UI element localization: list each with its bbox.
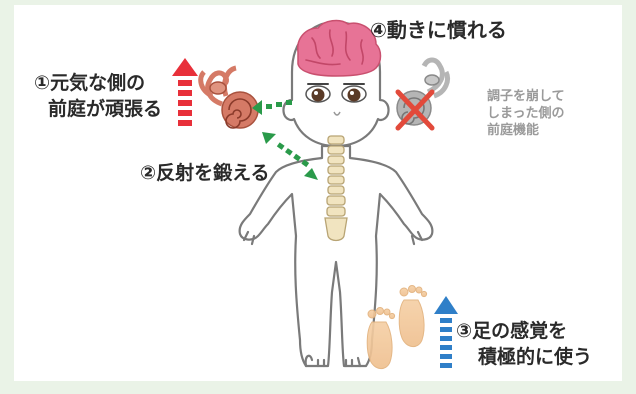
label-item3-line1: ③足の感覚を — [456, 318, 592, 344]
up-arrow-blue-icon — [434, 296, 458, 368]
up-arrow-red-icon — [172, 58, 198, 126]
label-damaged-line3: 前庭機能 — [487, 122, 565, 139]
label-item3: ③足の感覚を 積極的に使う — [456, 318, 592, 370]
label-item1: ①元気な側の 前庭が頑張る — [34, 70, 162, 122]
label-damaged-line2: しまった側の — [487, 105, 565, 122]
inner-ear-icon — [201, 68, 258, 128]
label-item1-line1: ①元気な側の — [34, 70, 162, 96]
label-item3-line2: 積極的に使う — [456, 344, 592, 370]
label-item4: ④動きに慣れる — [370, 14, 507, 43]
label-item1-line2: 前庭が頑張る — [34, 96, 162, 122]
label-item2: ②反射を鍛える — [140, 158, 270, 185]
brain-icon — [298, 21, 381, 76]
spine-icon — [325, 136, 347, 241]
label-damaged-line1: 調子を崩して — [487, 88, 565, 105]
label-damaged-side: 調子を崩して しまった側の 前庭機能 — [487, 88, 565, 139]
